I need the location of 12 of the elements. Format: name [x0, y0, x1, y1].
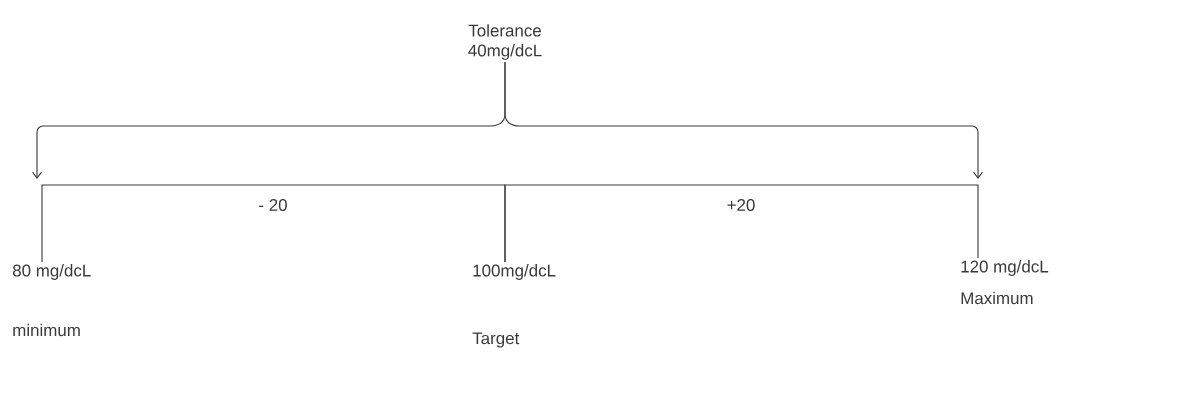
value-label: Tolerance 40mg/dcL	[468, 24, 542, 60]
value-label: 120 mg/dcL	[961, 260, 1049, 276]
value-label: 100mg/dcL	[473, 264, 556, 280]
value-label: 80 mg/dcL	[12, 264, 91, 280]
edge-label: - 20	[259, 199, 287, 211]
caption-text: Maximum	[961, 291, 1033, 305]
edge-label: +20	[727, 199, 755, 211]
bracket-arrow	[504, 61, 984, 179]
caption-text: Target	[472, 332, 520, 348]
scale-line	[41, 184, 506, 263]
caption-text: minimum	[13, 323, 80, 337]
scale-line	[504, 184, 979, 263]
